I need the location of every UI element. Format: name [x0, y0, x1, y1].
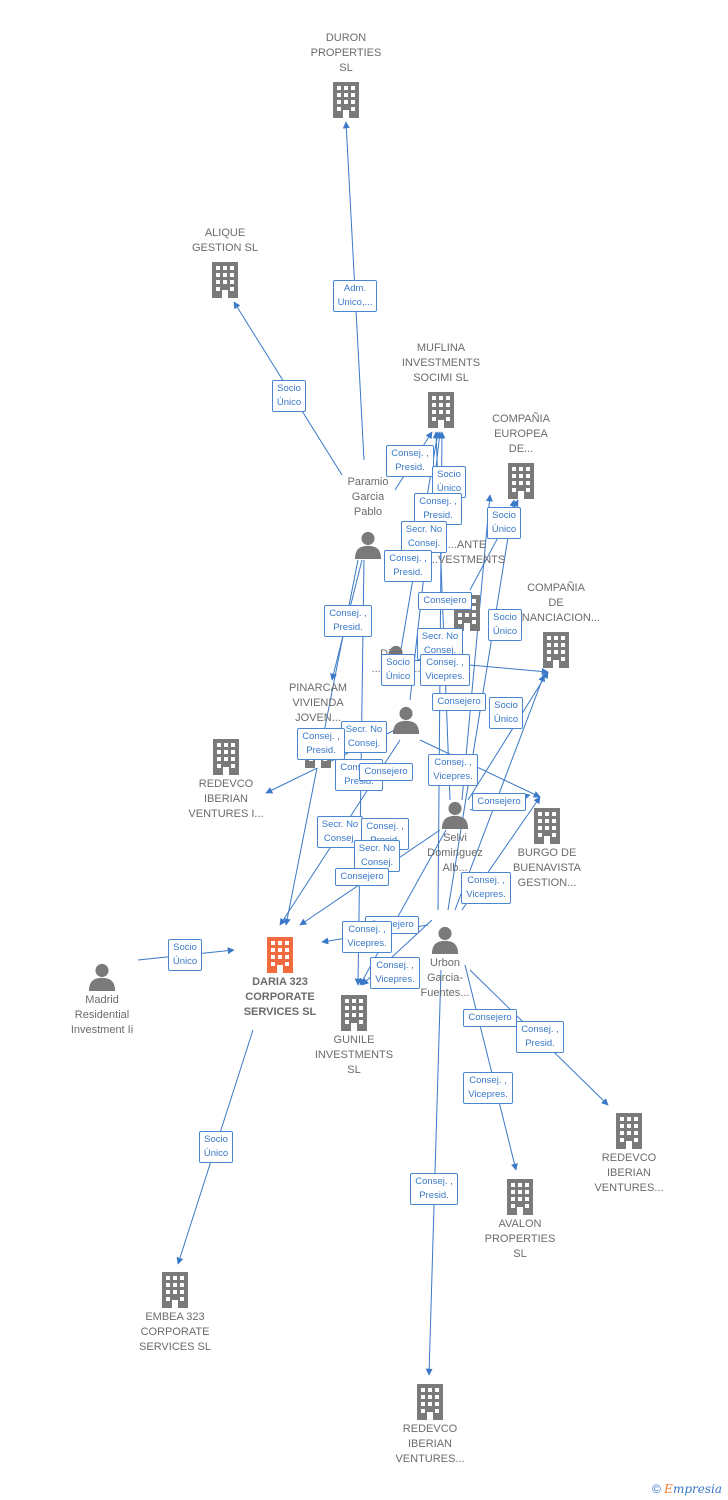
edge-role-label[interactable]: Consejero [335, 868, 389, 886]
edge-role-label[interactable]: Secr. No Consej. [400, 521, 448, 553]
building-icon-daria[interactable] [267, 937, 293, 973]
person-icon-selvi[interactable] [441, 801, 469, 829]
edge-role-label[interactable]: Consej. , Vicepres. [463, 1072, 513, 1104]
node-label-duron[interactable]: DURON PROPERTIES SL [310, 32, 382, 74]
edge-line [464, 964, 518, 1171]
edge-role-label[interactable]: Adm. Unico,... [332, 280, 378, 312]
edge-line [467, 671, 549, 801]
person-icon-urbon[interactable] [431, 926, 459, 954]
building-icon-cia_europea[interactable] [508, 463, 534, 499]
node-label-urbon[interactable]: Urbon Garcia- Fuentes... [420, 957, 470, 999]
building-icon-alique[interactable] [212, 262, 238, 298]
node-label-burgo[interactable]: BURGO DE BUENAVISTA GESTION... [512, 847, 582, 889]
edge-role-label[interactable]: Socio Único [380, 654, 416, 686]
edge-role-label[interactable]: Socio Único [271, 380, 307, 412]
node-label-selvi[interactable]: Selvi Dominguez Alb... [427, 832, 483, 874]
edge-role-label[interactable]: Consejero [463, 1009, 517, 1027]
building-icon-cia_financiacion[interactable] [543, 632, 569, 668]
edge-role-label[interactable]: Secr. No Consej. [340, 721, 388, 753]
copyright-symbol: © [651, 1482, 661, 1496]
edge-role-label[interactable]: Consej. , Vicepres. [420, 654, 470, 686]
building-icon-redevco3[interactable] [417, 1384, 443, 1420]
edge-role-label[interactable]: Socio Único [486, 507, 522, 539]
node-label-ante[interactable]: ...ANTE ...VESTMENTS [428, 539, 506, 566]
person-icon-madrid[interactable] [88, 963, 116, 991]
edge-role-label[interactable]: Socio Único [431, 466, 467, 498]
node-label-gunile[interactable]: GUNILE INVESTMENTS SL [314, 1034, 394, 1076]
edge-role-label[interactable]: Socio Único [167, 939, 203, 971]
edge-line [461, 494, 493, 801]
person-icon-mid_person[interactable] [392, 706, 420, 734]
edge-line [419, 739, 541, 798]
node-label-embea[interactable]: EMBEA 323 CORPORATE SERVICES SL [139, 1311, 211, 1353]
node-label-muflina[interactable]: MUFLINA INVESTMENTS SOCIMI SL [401, 342, 481, 384]
building-icon-duron[interactable] [333, 82, 359, 118]
edge-role-label[interactable]: Consej. , Presid. [516, 1021, 564, 1053]
node-label-redevco3[interactable]: REDEVCO IBERIAN VENTURES... [395, 1423, 465, 1465]
edge-role-label[interactable]: Consej. , Presid. [386, 445, 434, 477]
building-icon-embea[interactable] [162, 1272, 188, 1308]
edge-role-label[interactable]: Consej. , Presid. [414, 493, 462, 525]
building-icon-avalon[interactable] [507, 1179, 533, 1215]
building-icon-burgo[interactable] [534, 808, 560, 844]
edge-role-label[interactable]: Consej. , Presid. [410, 1173, 458, 1205]
edge-role-label[interactable]: Consej. , Vicepres. [370, 957, 420, 989]
node-label-cia_europea[interactable]: COMPAÑIA EUROPEA DE... [492, 413, 550, 455]
node-label-paramio[interactable]: Paramio Garcia Pablo [347, 476, 389, 518]
edge-role-label[interactable]: Consejero [432, 693, 486, 711]
node-label-madrid[interactable]: Madrid Residential Investment Ii [70, 994, 134, 1036]
building-icon-redevco2[interactable] [616, 1113, 642, 1149]
node-label-cia_financiacion[interactable]: COMPAÑIA DE FINANCIACION... [511, 582, 600, 624]
node-label-alique[interactable]: ALIQUE GESTION SL [191, 227, 259, 254]
edge-role-label[interactable]: Consejero [472, 793, 526, 811]
node-label-pinarcam[interactable]: PINARCAM VIVIENDA JOVEN... [288, 682, 348, 724]
node-label-redevco1[interactable]: REDEVCO IBERIAN VENTURES I... [188, 778, 264, 820]
edge-role-label[interactable]: Consej. , Vicepres. [342, 921, 392, 953]
brand-logo-rest: mpresia [672, 1482, 722, 1496]
edge-role-label[interactable]: Socio Único [487, 609, 523, 641]
person-icon-paramio[interactable] [354, 531, 382, 559]
edge-role-label[interactable]: Consej. , Presid. [297, 728, 345, 760]
edge-role-label[interactable]: Consej. , Vicepres. [461, 872, 511, 904]
building-icon-redevco1[interactable] [213, 739, 239, 775]
copyright: © Empresia [652, 1482, 722, 1496]
edge-role-label[interactable]: Socio Único [488, 697, 524, 729]
edge-role-label[interactable]: Consej. , Presid. [324, 605, 372, 637]
edge-role-label[interactable]: Socio Único [198, 1131, 234, 1163]
edge-role-label[interactable]: Consej. , Presid. [384, 550, 432, 582]
node-label-redevco2[interactable]: REDEVCO IBERIAN VENTURES... [594, 1152, 664, 1194]
node-label-avalon[interactable]: AVALON PROPERTIES SL [484, 1218, 556, 1260]
edge-role-label[interactable]: Consejero [359, 763, 413, 781]
edge-role-label[interactable]: Consej. , Vicepres. [428, 754, 478, 786]
edge-line [454, 674, 546, 911]
brand-logo-first: E [664, 1482, 673, 1496]
edge-role-label[interactable]: Consejero [418, 592, 472, 610]
edge-line [425, 969, 442, 1376]
edge-role-label[interactable]: Secr. No Consej. [316, 816, 364, 848]
edge-role-label[interactable]: Secr. No Consej. [353, 840, 401, 872]
node-label-daria[interactable]: DARIA 323 CORPORATE SERVICES SL [243, 976, 317, 1018]
